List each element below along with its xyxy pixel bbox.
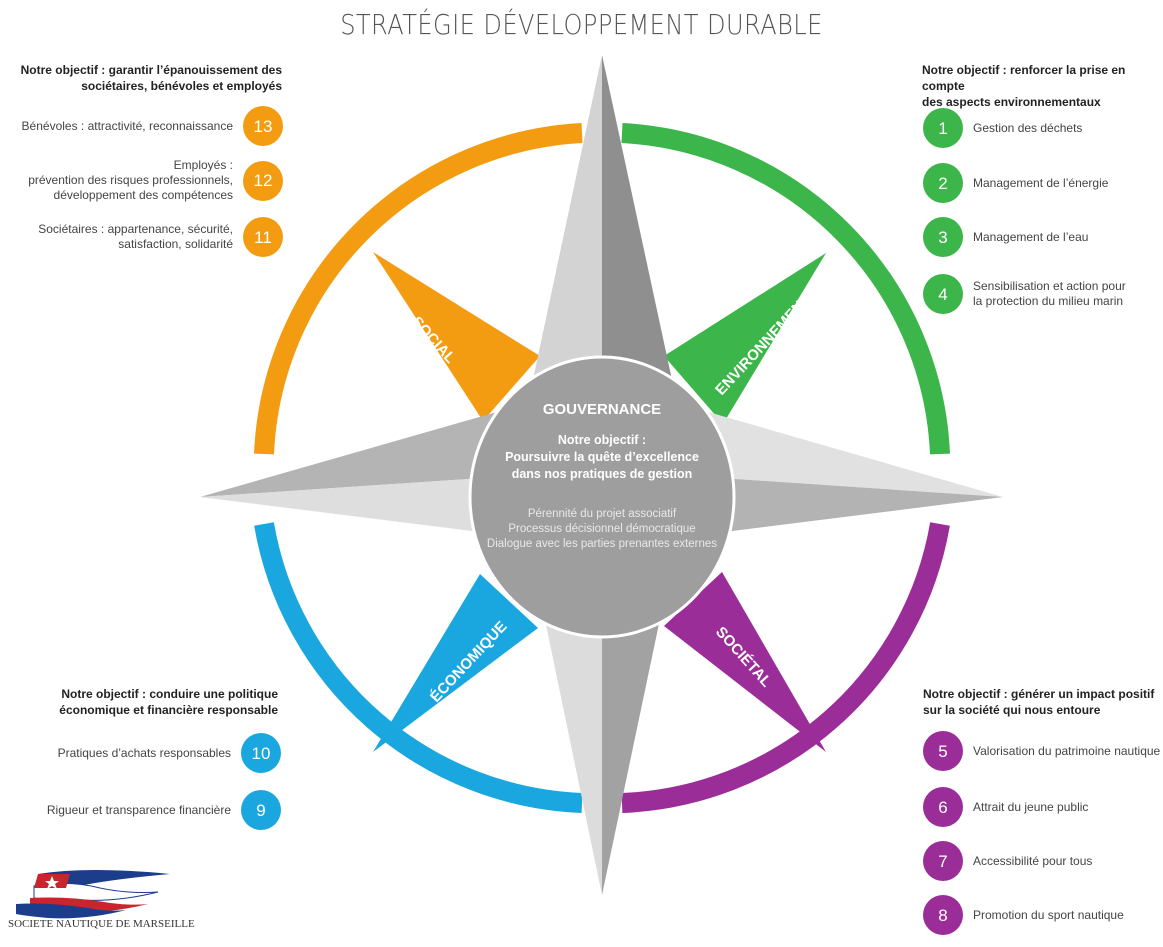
environnemental-item: 1 Gestion des déchets <box>923 108 1161 148</box>
social-item-label: Bénévoles : attractivité, reconnaissance <box>21 118 233 133</box>
social-item-number: 11 <box>243 217 283 257</box>
societal-item: 5 Valorisation du patrimoine nautique <box>923 731 1163 771</box>
societal-item-label: Promotion du sport nautique <box>973 907 1124 922</box>
gouvernance-circle <box>468 355 736 639</box>
gouvernance-title: GOUVERNANCE <box>543 401 661 418</box>
social-objective: Notre objectif : garantir l’épanouisseme… <box>20 63 282 93</box>
environnemental-item-number: 2 <box>923 163 963 203</box>
societal-objective: Notre objectif : générer un impact posit… <box>923 687 1155 717</box>
logo-text: SOCIETE NAUTIQUE DE MARSEILLE <box>8 918 195 930</box>
environnemental-item-label: Management de l’énergie <box>973 175 1109 190</box>
societal-point <box>664 572 826 752</box>
social-item-label: Employés : prévention des risques profes… <box>28 158 233 202</box>
social-item: Sociétaires : appartenance, sécurité, sa… <box>0 217 283 257</box>
societal-item-label: Accessibilité pour tous <box>973 853 1093 868</box>
societal-item-number: 5 <box>923 731 963 771</box>
environnemental-point <box>664 253 826 424</box>
economique-item: Rigueur et transparence financière 9 <box>0 790 281 830</box>
societal-item-label: Valorisation du patrimoine nautique <box>973 743 1161 758</box>
logo-flag-icon <box>16 870 170 919</box>
environnemental-item-number: 3 <box>923 217 963 257</box>
societal-item-label: Attrait du jeune public <box>973 799 1089 814</box>
environnemental-item-label: Gestion des déchets <box>973 120 1083 135</box>
environnemental-item-number: 4 <box>923 274 963 314</box>
economique-point <box>373 574 538 752</box>
societal-ring-arc <box>621 522 950 813</box>
societal-item: 6 Attrait du jeune public <box>923 787 1163 827</box>
societal-item: 8 Promotion du sport nautique <box>923 895 1163 935</box>
page-title: STRATÉGIE DÉVELOPPEMENT DURABLE <box>340 8 823 41</box>
environnemental-item: 2 Management de l’énergie <box>923 163 1161 203</box>
environnemental-ring-arc <box>621 123 950 455</box>
social-ring-arc <box>254 123 583 455</box>
societal-item: 7 Accessibilité pour tous <box>923 841 1163 881</box>
environnemental-objective: Notre objectif : renforcer la prise en c… <box>922 63 1126 109</box>
environnemental-item-label: Management de l’eau <box>973 229 1089 244</box>
economique-objective: Notre objectif : conduire une politique … <box>59 687 278 717</box>
social-item-number: 12 <box>243 160 283 201</box>
environnemental-item-number: 1 <box>923 108 963 148</box>
societal-item-number: 7 <box>923 841 963 881</box>
environnemental-item-label: Sensibilisation et action pour la protec… <box>973 279 1126 308</box>
social-item-number: 13 <box>243 106 283 146</box>
gouvernance-objective: Notre objectif :Poursuivre la quête d’ex… <box>505 433 699 481</box>
economique-item: Pratiques d’achats responsables 10 <box>0 733 281 773</box>
economique-ring-arc <box>254 522 583 813</box>
environnemental-item: 4 Sensibilisation et action pour la prot… <box>923 274 1161 314</box>
social-item-label: Sociétaires : appartenance, sécurité, sa… <box>38 222 233 251</box>
societal-item-number: 8 <box>923 895 963 935</box>
economique-item-label: Rigueur et transparence financière <box>46 802 231 817</box>
economique-item-label: Pratiques d’achats responsables <box>57 745 231 760</box>
social-item: Bénévoles : attractivité, reconnaissance… <box>0 106 283 146</box>
societal-item-number: 6 <box>923 787 963 827</box>
social-point <box>373 252 540 421</box>
economique-item-number: 10 <box>241 733 281 773</box>
economique-item-number: 9 <box>241 790 281 830</box>
environnemental-item: 3 Management de l’eau <box>923 217 1161 257</box>
social-item: Employés : prévention des risques profes… <box>0 158 283 203</box>
